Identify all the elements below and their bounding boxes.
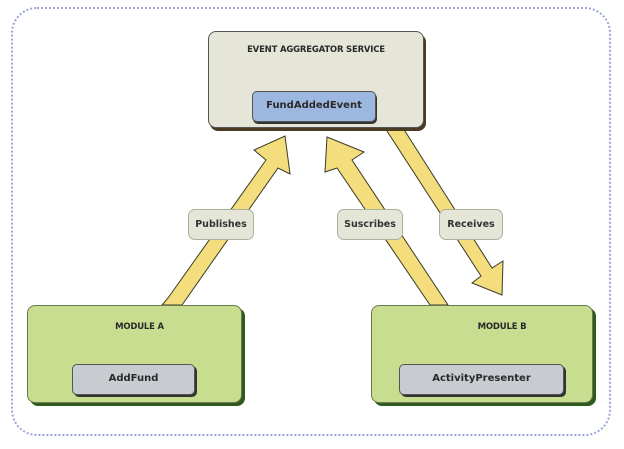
add-fund-component: AddFund xyxy=(72,364,195,395)
module-b: MODULE B ActivityPresenter xyxy=(371,305,593,403)
fund-added-event: FundAddedEvent xyxy=(252,91,376,122)
event-aggregator-service: EVENT AGGREGATOR SERVICE FundAddedEvent xyxy=(208,31,424,128)
publishes-label: Publishes xyxy=(188,209,254,240)
module-b-title: MODULE B xyxy=(477,322,527,332)
service-title: EVENT AGGREGATOR SERVICE xyxy=(247,45,385,55)
module-a-title: MODULE A xyxy=(115,322,164,332)
suscribes-label: Suscribes xyxy=(337,209,403,240)
system-boundary xyxy=(11,7,611,436)
module-a: MODULE A AddFund xyxy=(27,305,242,403)
receives-label: Receives xyxy=(439,209,503,240)
activity-presenter-component: ActivityPresenter xyxy=(399,364,564,395)
